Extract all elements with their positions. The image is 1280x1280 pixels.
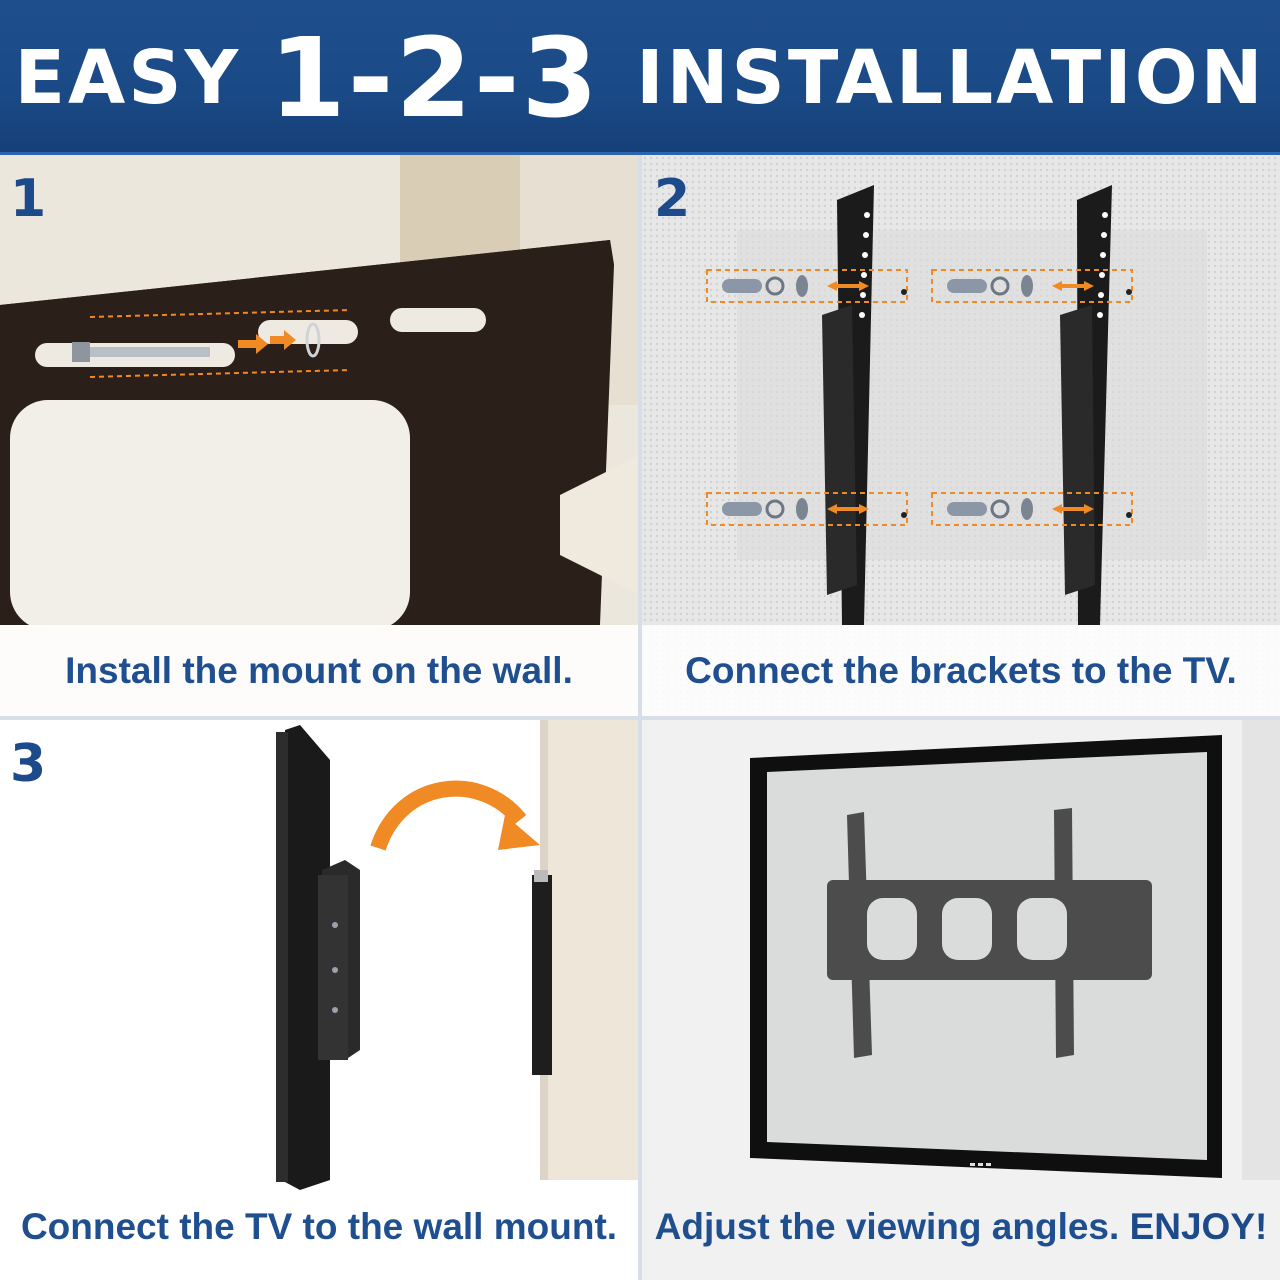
step-1-caption: Install the mount on the wall. [65,650,573,691]
step-4-illustration [642,720,1280,1280]
step-4-caption-text: Adjust the viewing angles. [654,1206,1120,1247]
step-3-illustration [0,720,638,1280]
title-word-installation: INSTALLATION [636,34,1266,121]
horizontal-divider [0,716,1280,720]
title-steps: 1-2-3 [269,13,601,142]
step-1-panel: 1 Install the mount on the wall. [0,155,638,716]
title-word-easy: EASY [14,34,242,121]
step-1-number: 1 [10,169,47,229]
step-2-panel: 2 Connect the brackets to the TV. [642,155,1280,716]
header-banner: EASY 1-2-3 INSTALLATION [0,0,1280,155]
step-3-panel: 3 Connect the TV to the wall mount. [0,720,638,1280]
step-4-caption-emphasis: ENJOY! [1129,1206,1268,1247]
step-1-caption-band [0,625,638,716]
step-3-caption: Connect the TV to the wall mount. [20,1206,618,1247]
step-2-caption: Connect the brackets to the TV. [685,650,1237,691]
step-2-illustration [642,155,1280,716]
step-4-panel: Adjust the viewing angles. ENJOY! [642,720,1280,1280]
header-underline [0,152,1280,155]
step-3-number: 3 [10,734,47,794]
step-1-illustration [0,155,638,716]
step-2-number: 2 [654,169,691,229]
step-2-caption-band [642,625,1280,716]
page-title: EASY 1-2-3 INSTALLATION [14,14,1265,142]
step-4-caption: Adjust the viewing angles. ENJOY! [642,1206,1280,1248]
